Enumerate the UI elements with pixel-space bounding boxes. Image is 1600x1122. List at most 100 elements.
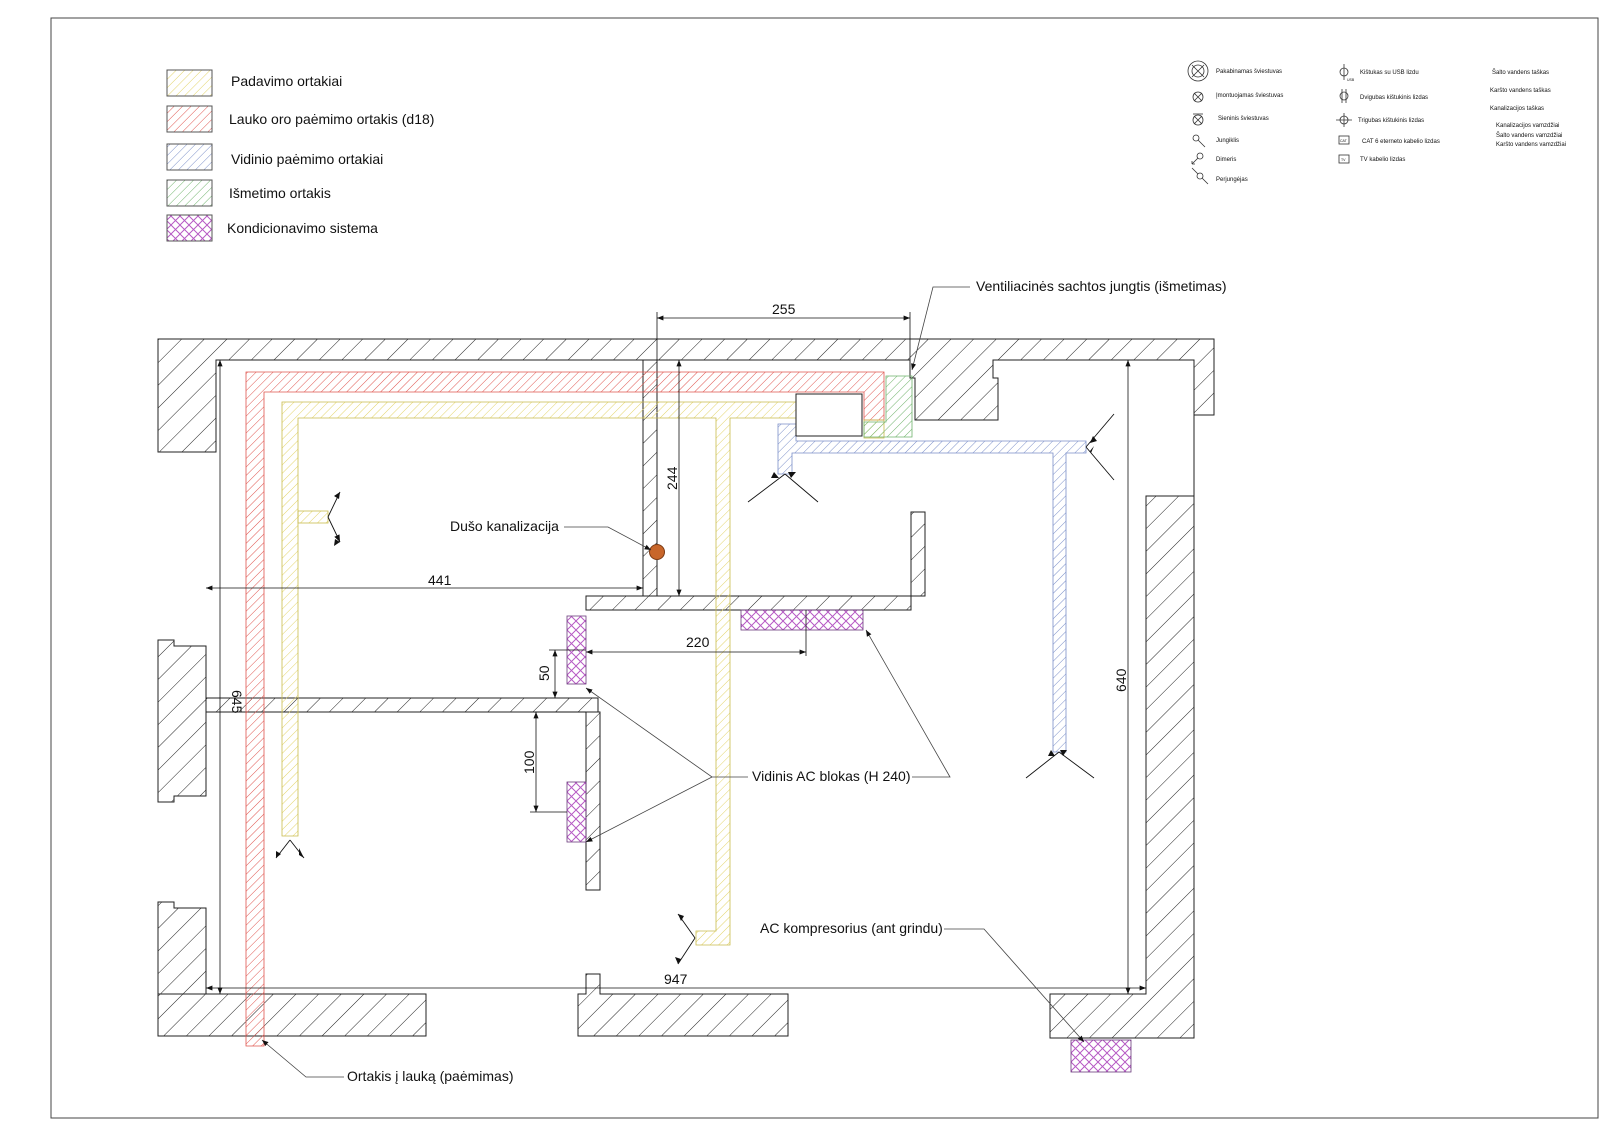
- legend-swatch-ac: [166, 214, 213, 242]
- ac-compressor-unit: [1070, 1039, 1132, 1073]
- dimmer-icon: [1191, 152, 1204, 165]
- symbol-label: Įmontuojamas šviestuvas: [1216, 93, 1283, 99]
- leader-shower-drain: [564, 526, 652, 551]
- wall-light-icon: [1192, 113, 1204, 126]
- ac-indoor-unit-top: [740, 609, 864, 631]
- symbol-label: CAT 6 eterneto kabelio lizdas: [1362, 139, 1440, 145]
- triple-socket-icon: [1336, 113, 1352, 127]
- toggle-switch-icon: [1191, 167, 1209, 185]
- duct-exhaust: [863, 375, 913, 438]
- dimension-label: 947: [664, 971, 688, 987]
- symbol-label: TV kabelio lizdas: [1360, 157, 1405, 163]
- double-socket-icon: [1339, 89, 1349, 103]
- legend-item-outdoor-intake: Lauko oro paėmimo ortakis (d18): [166, 105, 434, 133]
- symbol-label: Trigubas kištukinis lizdas: [1358, 118, 1424, 124]
- recessed-light-icon: [1192, 91, 1204, 103]
- legend-item-supply: Padavimo ortakiai: [166, 69, 342, 97]
- wall-left-mid: [157, 639, 207, 803]
- annotation-duct-outside: Ortakis į lauką (paėmimas): [347, 1068, 514, 1084]
- annotation-ac-compressor: AC kompresorius (ant grindu): [760, 920, 943, 936]
- diffuser-intake-bottom: [1025, 751, 1095, 779]
- symbol-label: Šalto vandens vamzdžiai: [1496, 132, 1562, 139]
- pendant-light-icon: [1187, 60, 1209, 82]
- dimension-label: 220: [686, 634, 710, 650]
- dimension-label: 50: [536, 665, 552, 681]
- annotation-leaders: [261, 286, 1085, 1078]
- annotation-vent-shaft: Ventiliacinės sachtos jungtis (išmetimas…: [976, 278, 1227, 294]
- symbol-label: Dimeris: [1216, 157, 1236, 163]
- symbol-key-labels: Pakabinamas šviestuvas Įmontuojamas švie…: [1216, 69, 1566, 183]
- wall-top: [157, 338, 1215, 453]
- legend-item-ac: Kondicionavimo sistema: [166, 214, 378, 242]
- legend-item-exhaust: Išmetimo ortakis: [166, 179, 331, 207]
- outer-walls: [157, 338, 1215, 1039]
- legend-swatch-outdoor-intake: [166, 105, 213, 133]
- diffuser-intake-right: [1085, 413, 1115, 481]
- legend-swatch-supply: [166, 69, 213, 97]
- diffuser-supply-left: [327, 491, 340, 542]
- usb-tag: USB: [1347, 78, 1355, 82]
- tv-tag: TV: [1341, 158, 1346, 162]
- dimension-label: 441: [428, 572, 452, 588]
- duct-internal-intake: [777, 423, 1087, 753]
- symbol-label: Karšto vandens vamzdžiai: [1496, 142, 1566, 148]
- symbol-label: Šalto vandens taškas: [1492, 69, 1549, 76]
- leader-ac-compressor: [944, 928, 1085, 1043]
- legend-label-outdoor-intake: Lauko oro paėmimo ortakis (d18): [229, 111, 434, 127]
- ventilation-unit: [795, 393, 863, 437]
- symbol-label: Perjungėjas: [1216, 177, 1248, 183]
- symbol-label: Pakabinamas šviestuvas: [1216, 69, 1282, 75]
- dimension-lines: [206, 312, 1146, 994]
- ac-indoor-unit-left-2: [566, 781, 587, 843]
- annotation-indoor-ac: Vidinis AC blokas (H 240): [752, 768, 910, 784]
- symbol-label: Dvigubas kištukinis lizdas: [1360, 95, 1428, 101]
- dimension-labels: 255 244 441 220 50 645 100 640 947: [229, 301, 1129, 987]
- duct-exhaust-route: [863, 375, 913, 438]
- dimension-label: 255: [772, 301, 796, 317]
- wall-bathroom-vertical: [642, 359, 658, 597]
- leader-indoor-ac-2: [585, 776, 713, 843]
- legend-label-ac: Kondicionavimo sistema: [227, 220, 378, 236]
- tv-socket-icon: [1338, 154, 1350, 164]
- wall-bottom-left: [157, 993, 427, 1037]
- wall-bathroom-bottom: [585, 511, 926, 611]
- wall-hall-vertical: [585, 711, 601, 891]
- duct-supply-branch: [297, 510, 329, 524]
- annotation-labels: Ventiliacinės sachtos jungtis (išmetimas…: [347, 278, 1227, 1084]
- leader-duct-outside: [261, 1039, 344, 1078]
- usb-socket-icon: [1339, 64, 1349, 80]
- wall-left-bottom: [157, 901, 207, 995]
- cat6-socket-icon: [1338, 135, 1350, 145]
- legend-swatch-internal-intake: [166, 143, 213, 171]
- diffuser-supply-bottom: [677, 913, 696, 965]
- legend: Padavimo ortakiai Lauko oro paėmimo orta…: [166, 69, 434, 242]
- wall-bottom-right: [1049, 495, 1195, 1039]
- cat-tag: CAT: [1340, 139, 1348, 143]
- diffuser-arrow-heads: [276, 436, 1097, 964]
- symbol-label: Jungiklis: [1216, 138, 1239, 144]
- ac-system: [566, 609, 1132, 1073]
- symbol-label: Kištukas su USB lizdu: [1360, 70, 1419, 76]
- dimension-label: 100: [521, 750, 537, 774]
- dimension-label: 645: [229, 690, 245, 714]
- legend-label-supply: Padavimo ortakiai: [231, 73, 342, 89]
- interior-walls: [205, 359, 926, 891]
- wall-bottom-mid: [577, 973, 789, 1037]
- symbol-label: Karšto vandens taškas: [1490, 88, 1551, 94]
- legend-label-exhaust: Išmetimo ortakis: [229, 185, 331, 201]
- diffuser-arrows: [275, 413, 1115, 965]
- dimension-label: 244: [664, 466, 680, 490]
- wall-hall-horizontal: [205, 697, 599, 713]
- dimension-label: 640: [1113, 668, 1129, 692]
- leader-indoor-ac-3: [865, 629, 951, 778]
- leader-vent-shaft: [911, 286, 970, 371]
- legend-item-internal-intake: Vidinio paėmimo ortakiai: [166, 143, 383, 171]
- symbol-label: Kanalizacijos taškas: [1490, 106, 1544, 112]
- legend-label-internal-intake: Vidinio paėmimo ortakiai: [231, 151, 383, 167]
- sheet-border: [50, 17, 1599, 1119]
- legend-swatch-exhaust: [166, 179, 213, 207]
- switch-icon: [1192, 134, 1206, 148]
- duct-internal-route: [777, 423, 1087, 753]
- symbol-label: Sieninis šviestuvas: [1218, 116, 1269, 122]
